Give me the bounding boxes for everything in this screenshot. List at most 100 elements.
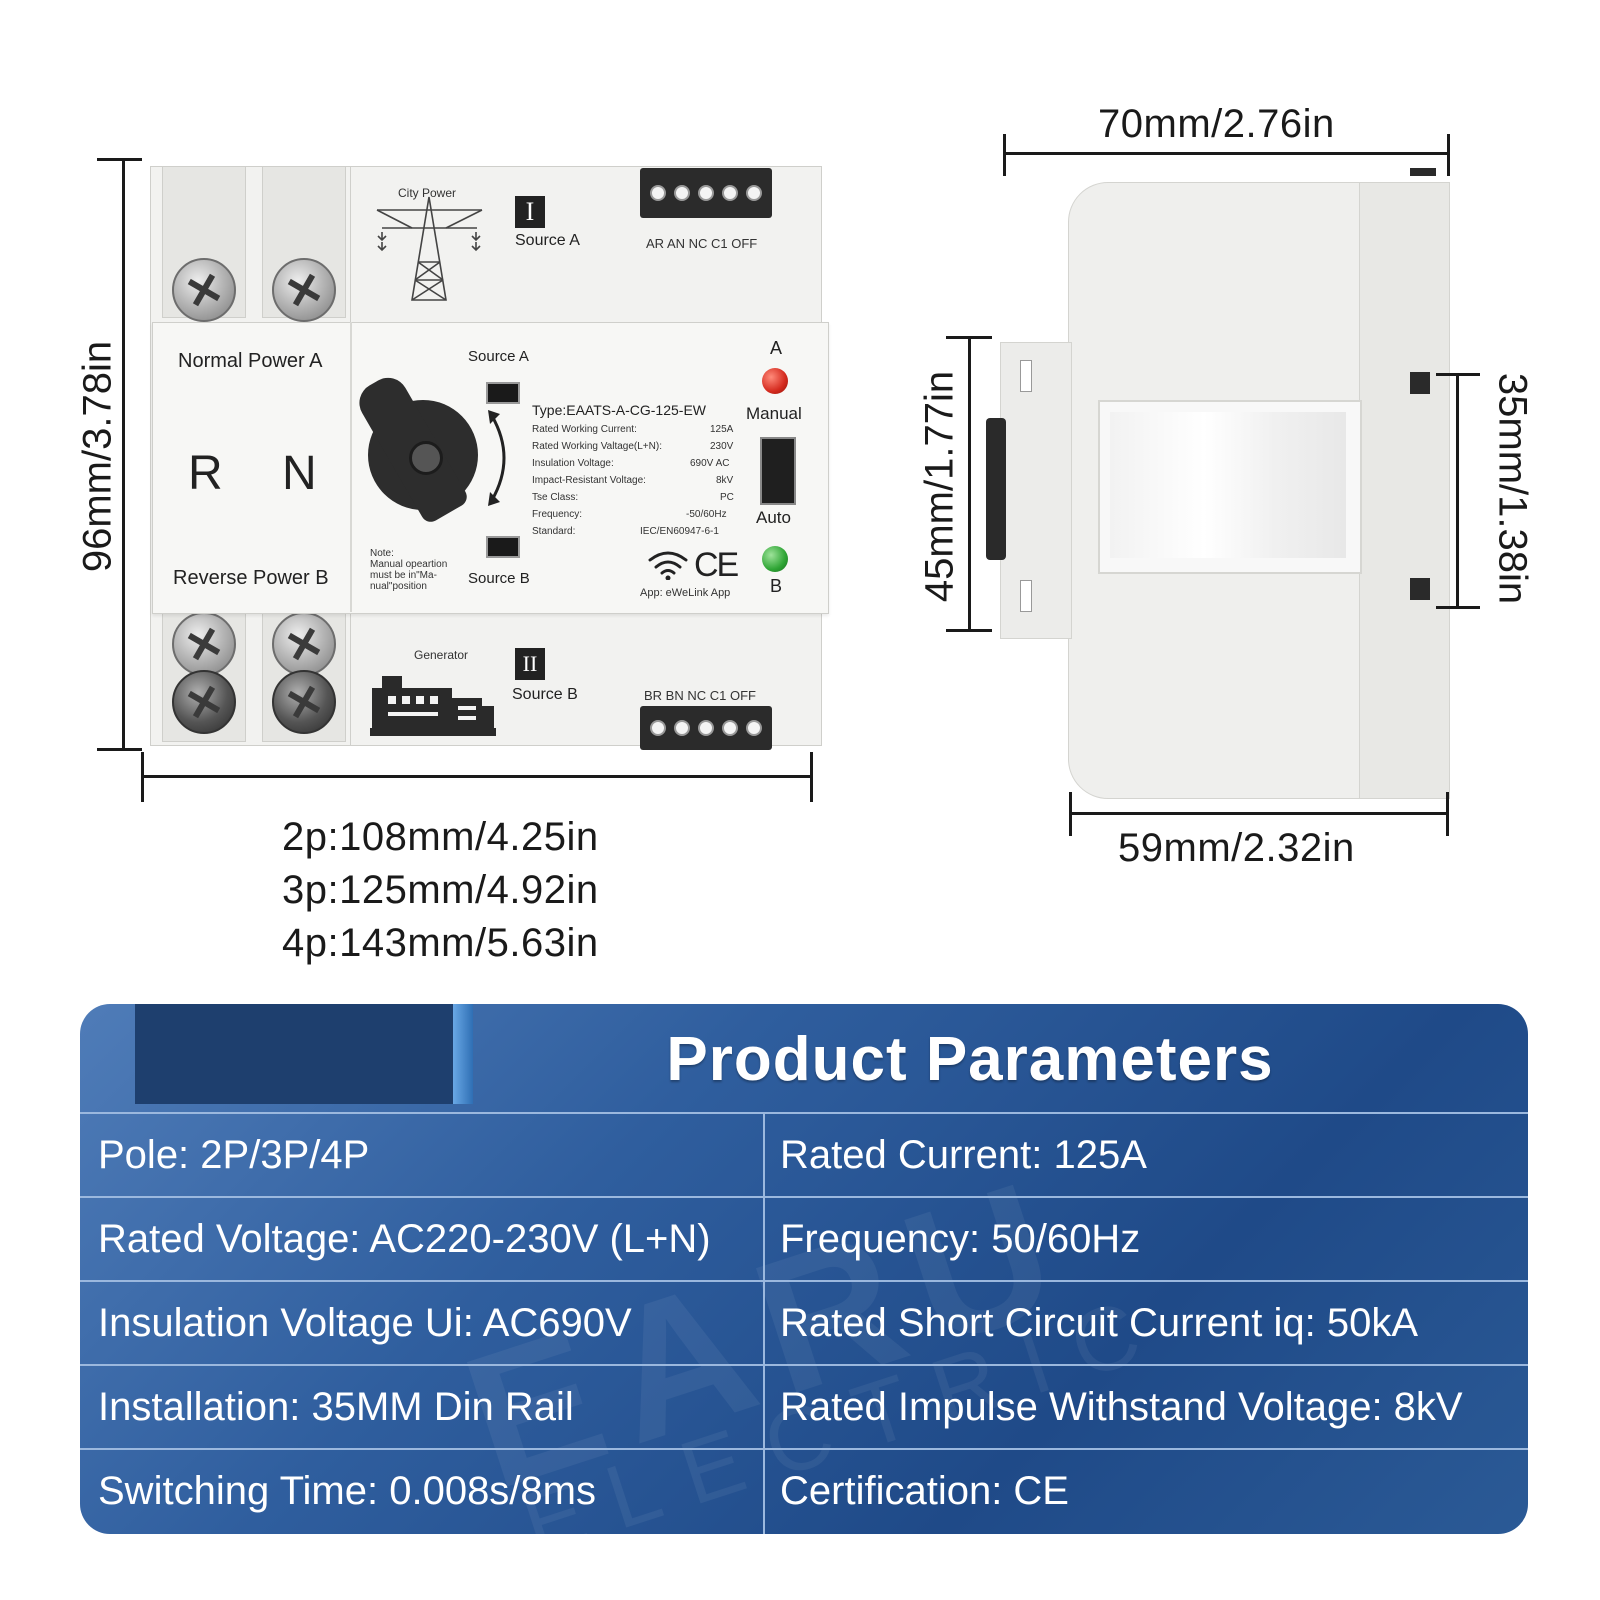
side-right-dim-label: 35mm/1.38in: [1490, 372, 1535, 605]
spec-value: PC: [720, 492, 734, 503]
bottom-terminal-label: BR BN NC C1 OFF: [644, 688, 756, 703]
param-cell-left: Installation: 35MM Din Rail: [98, 1385, 574, 1429]
parameters-title: Product Parameters: [666, 1025, 1274, 1094]
source-a-roman-badge: I: [515, 196, 545, 228]
side-right-dim-cap-bottom: [1436, 606, 1480, 609]
param-cell-left: Pole: 2P/3P/4P: [98, 1133, 370, 1177]
screw-icon: [172, 670, 236, 734]
side-top-tab: [1410, 168, 1436, 176]
wifi-icon: [648, 551, 688, 580]
side-knob-edge: [986, 418, 1006, 560]
side-top-dim-label: 70mm/2.76in: [1098, 102, 1335, 146]
table-row: Pole: 2P/3P/4P Rated Current: 125A: [80, 1112, 1528, 1196]
side-top-dim-cap-left: [1003, 134, 1006, 176]
rotate-arrow-icon: [488, 410, 506, 506]
table-row: Installation: 35MM Din Rail Rated Impuls…: [80, 1364, 1528, 1448]
side-front-protrusion: [1000, 342, 1072, 639]
side-right-dim-cap-top: [1436, 373, 1480, 376]
side-right-dim-line: [1456, 374, 1459, 608]
source-b-roman-badge: II: [515, 648, 545, 680]
din-rail-notch-top: [1410, 372, 1430, 394]
side-top-dim-line: [1004, 152, 1450, 155]
middle-panel: [152, 322, 829, 614]
width-dim-cap-left: [141, 752, 144, 802]
table-row: Switching Time: 0.008s/8ms Certification…: [80, 1448, 1528, 1532]
param-cell-left: Rated Voltage: AC220-230V (L+N): [98, 1217, 711, 1261]
table-column-divider: [763, 1112, 765, 1534]
manual-mode-label: Manual: [746, 404, 802, 423]
spec-value: 230V: [710, 441, 734, 452]
ce-mark: CE: [694, 546, 739, 584]
side-clip-top: [1020, 360, 1032, 392]
bottom-control-terminal: [640, 706, 772, 750]
spec-value: IEC/EN60947-6-1: [640, 526, 719, 537]
type-label: Type:EAATS-A-CG-125-EW: [532, 402, 707, 418]
width-dim-3p: 3p:125mm/4.92in: [282, 868, 599, 912]
screw-icon: [272, 670, 336, 734]
side-bottom-dim-cap-right: [1446, 792, 1449, 836]
top-terminal-label: AR AN NC C1 OFF: [646, 236, 758, 251]
spec-key: Insulation Voltage:: [532, 458, 614, 469]
power-tower-icon: [376, 196, 483, 301]
spec-value: 125A: [710, 424, 734, 435]
screw-icon: [172, 612, 236, 676]
product-parameters-panel: EARU ELECTRIC Product Parameters Pole: 2…: [80, 1004, 1528, 1534]
panel-divider: [350, 322, 352, 612]
source-a-indicator-window: [486, 382, 520, 404]
side-bottom-dim-line: [1070, 812, 1448, 815]
led-a-label: A: [770, 338, 783, 358]
param-cell-right: Rated Short Circuit Current iq: 50kA: [780, 1301, 1419, 1345]
side-bottom-dim-label: 59mm/2.32in: [1118, 826, 1355, 870]
manual-note-line-2: Manual opeartion: [370, 559, 448, 570]
phase-r-label: R: [188, 447, 223, 500]
screw-icon: [272, 258, 336, 322]
top-control-terminal: [640, 168, 772, 218]
header-dark-tab: [135, 1004, 453, 1104]
spec-value: 690V AC: [690, 458, 730, 469]
spec-key: Impact-Resistant Voltage:: [532, 475, 646, 486]
header-accent-stripe: [453, 1004, 473, 1104]
spec-key: Standard:: [532, 526, 576, 537]
height-dim-cap-top: [97, 158, 142, 161]
param-cell-left: Insulation Voltage Ui: AC690V: [98, 1301, 632, 1345]
manual-auto-switch[interactable]: [760, 437, 796, 505]
led-b-green-indicator: [762, 546, 788, 572]
manual-note-line-3: must be in"Ma-: [370, 570, 437, 581]
side-left-dim-line: [968, 337, 971, 631]
param-cell-right: Rated Current: 125A: [780, 1133, 1147, 1177]
spec-value: -50/60Hz: [686, 509, 727, 520]
auto-mode-label: Auto: [756, 508, 791, 527]
width-dim-cap-right: [810, 752, 813, 802]
param-cell-left: Switching Time: 0.008s/8ms: [98, 1469, 596, 1513]
app-label: App: eWeLink App: [640, 587, 731, 599]
knob-source-b-label: Source B: [468, 570, 530, 587]
height-dim-line: [122, 160, 125, 750]
side-label-window-inner: [1110, 412, 1346, 558]
param-cell-right: Rated Impulse Withstand Voltage: 8kV: [780, 1385, 1463, 1429]
width-dim-4p: 4p:143mm/5.63in: [282, 921, 599, 965]
spec-key: Rated Working Current:: [532, 424, 637, 435]
side-clip-bottom: [1020, 580, 1032, 612]
bottom-source-b-label: Source B: [512, 686, 578, 703]
knob-source-a-label: Source A: [468, 348, 529, 365]
phase-n-label: N: [282, 447, 317, 500]
side-left-dim-label: 45mm/1.77in: [917, 370, 962, 603]
screw-icon: [172, 258, 236, 322]
height-dim-cap-bottom: [97, 748, 142, 751]
screw-icon: [272, 612, 336, 676]
width-dim-2p: 2p:108mm/4.25in: [282, 815, 599, 859]
source-b-indicator-window: [486, 536, 520, 558]
spec-key: Frequency:: [532, 509, 583, 520]
width-dim-line: [142, 775, 812, 778]
led-a-red-indicator: [762, 368, 788, 394]
spec-key: Rated Working Valtage(L+N):: [532, 441, 662, 452]
param-cell-right: Certification: CE: [780, 1469, 1069, 1513]
spec-key: Tse Class:: [532, 492, 579, 503]
side-top-dim-cap-right: [1447, 134, 1450, 176]
din-rail-notch-bottom: [1410, 578, 1430, 600]
side-rear-section: [1358, 182, 1450, 799]
city-power-label: City Power: [398, 186, 457, 200]
reverse-power-label: Reverse Power B: [173, 567, 329, 589]
spec-value: 8kV: [716, 475, 734, 486]
side-bottom-dim-cap-left: [1069, 792, 1072, 836]
